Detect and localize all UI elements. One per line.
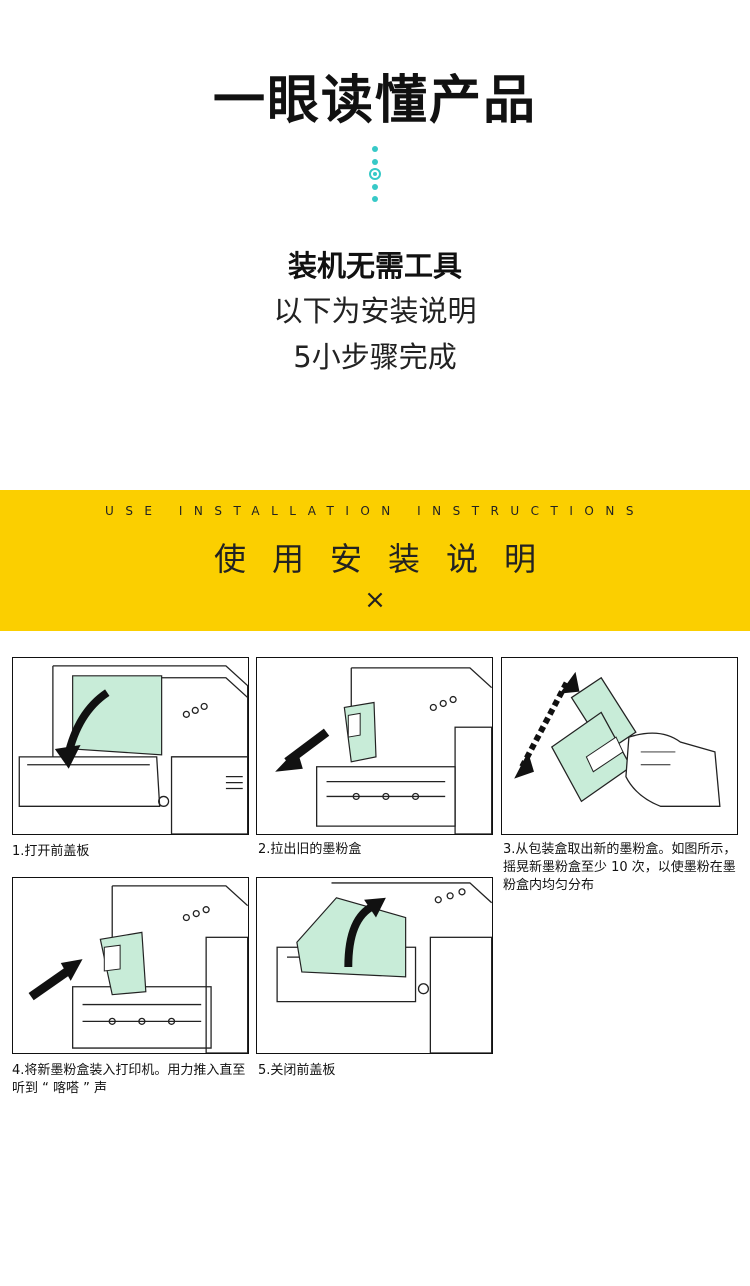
subtitle-steps: 5小步骤完成 [293,340,457,374]
close-icon: × [364,585,386,615]
step-1-illustration [12,657,249,835]
subtitle-instructions: 以下为安装说明 [273,294,477,328]
step-2-caption: 2.拉出旧的墨粉盒 [258,842,362,857]
step-5-caption: 5.关闭前盖板 [258,1063,336,1078]
printer-insert-cartridge-icon [28,885,248,1053]
banner-english-title: USE INSTALLATION INSTRUCTIONS [105,504,645,518]
printer-open-cover-icon [18,665,248,834]
page-title: 一眼读懂产品 [212,71,537,131]
step-4-caption: 4.将新墨粉盒装入打印机。用力推入直至听到 “ 喀嗒 ” 声 [12,1063,246,1096]
step-3-caption: 3.从包装盒取出新的墨粉盒。如图所示，摇晃新墨粉盒至少 10 次，以使墨粉在墨粉… [503,842,737,893]
banner-chinese-title: 使用安装说明 [213,540,562,578]
shake-cartridge-icon [514,671,721,807]
step-3-illustration [501,657,738,835]
step-5-illustration [256,877,493,1054]
printer-close-cover-icon [276,882,492,1053]
decorative-dots-icon [366,146,384,206]
instructions-banner: USE INSTALLATION INSTRUCTIONS 使用安装说明 × [0,490,750,631]
step-4-illustration [12,877,249,1054]
subtitle-no-tools: 装机无需工具 [287,249,462,283]
printer-remove-cartridge-icon [275,667,492,834]
step-1-caption: 1.打开前盖板 [12,844,90,859]
step-2-illustration [256,657,493,835]
